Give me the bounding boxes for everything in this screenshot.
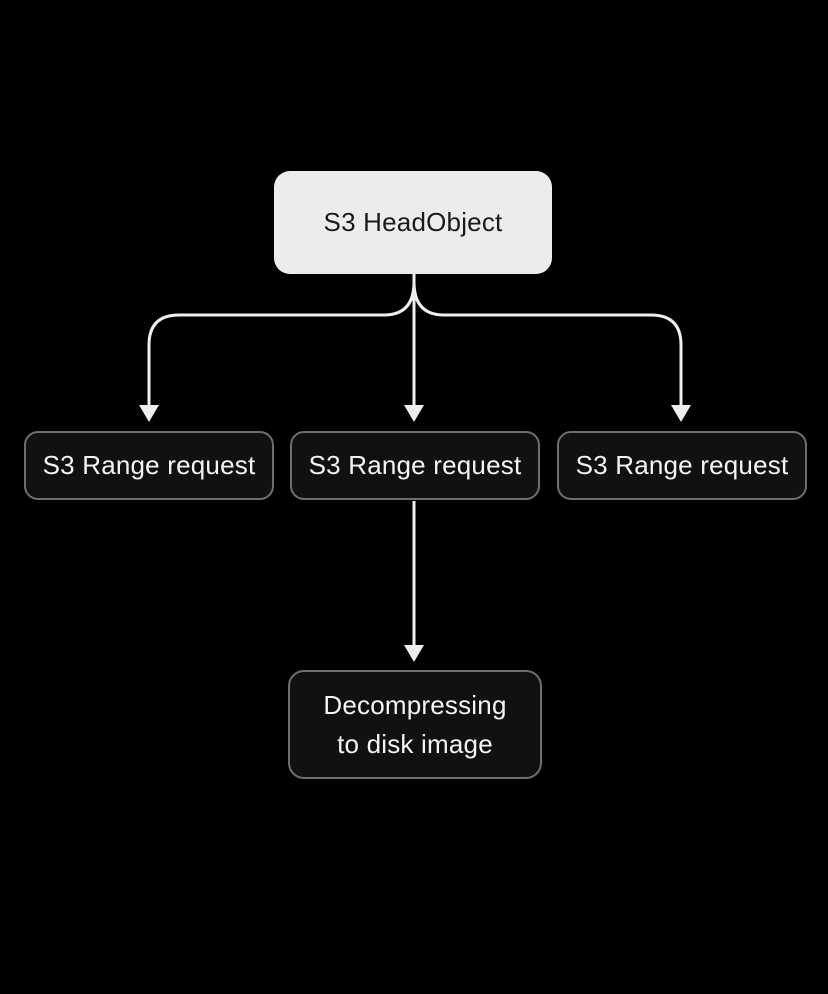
node-s3-range-request-1-label: S3 Range request <box>42 450 256 480</box>
arrowhead-range2 <box>404 405 424 422</box>
arrow-head-to-range1-line <box>147 281 416 405</box>
arrow-head-to-range3-line <box>412 281 683 405</box>
node-s3-headobject-label: S3 HeadObject <box>323 207 503 237</box>
node-s3-range-request-3-label: S3 Range request <box>575 450 789 480</box>
node-s3-range-request-2-label: S3 Range request <box>308 450 522 480</box>
arrowhead-range1 <box>139 405 159 422</box>
node-decompressing-to-disk-image: Decompressing to disk image <box>288 670 542 779</box>
node-decompressing-to-disk-image-label: Decompressing to disk image <box>323 689 507 759</box>
node-s3-range-request-1: S3 Range request <box>24 431 274 500</box>
arrowhead-range3 <box>671 405 691 422</box>
node-s3-range-request-2: S3 Range request <box>290 431 540 500</box>
arrowhead-decompress <box>404 645 424 662</box>
node-s3-range-request-3: S3 Range request <box>557 431 807 500</box>
node-s3-headobject: S3 HeadObject <box>274 171 552 274</box>
